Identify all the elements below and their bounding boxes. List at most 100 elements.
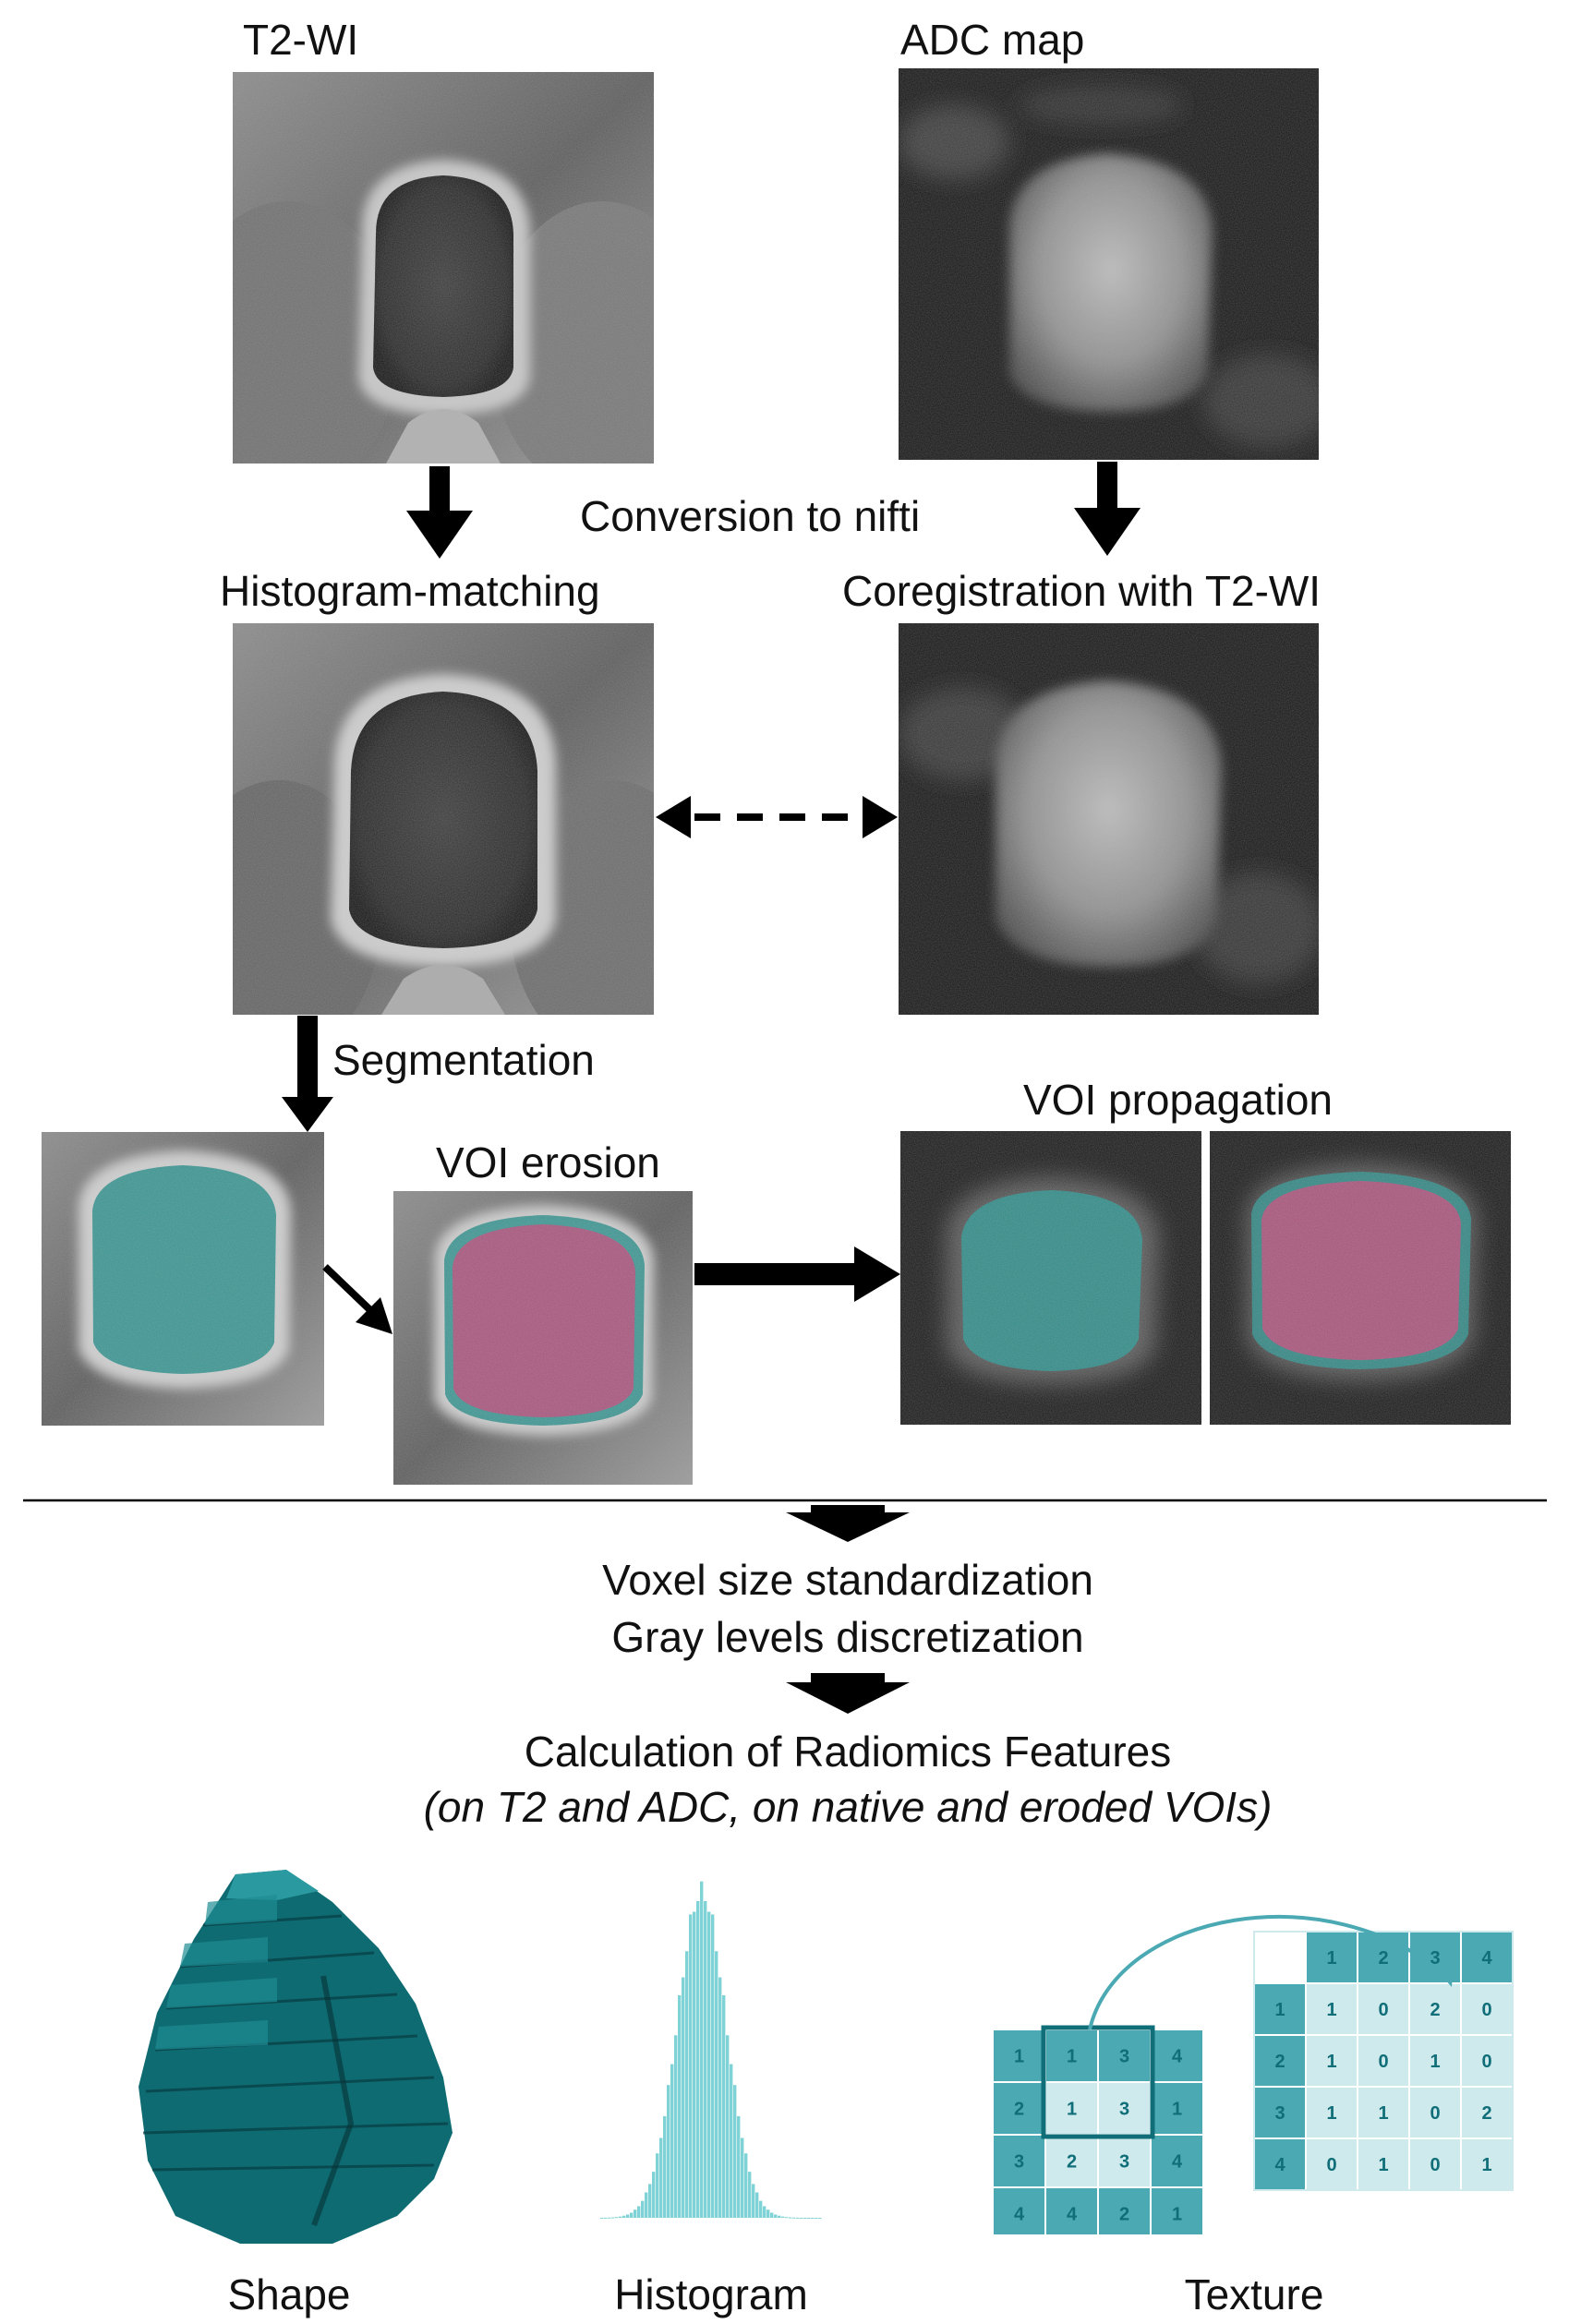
histogram-bar <box>737 2115 741 2218</box>
histogram-bar <box>755 2192 759 2218</box>
label-conversion: Conversion to nifti <box>580 492 921 540</box>
glcm-row-label-value: 3 <box>1274 2103 1285 2124</box>
histogram-bar <box>678 1994 682 2218</box>
histogram-bar <box>622 2215 626 2218</box>
glcm-header-value: 1 <box>1326 1948 1336 1969</box>
histogram-bar <box>792 2217 796 2219</box>
label-voi-propagation: VOI propagation <box>1023 1076 1334 1124</box>
histogram-bar <box>778 2215 781 2218</box>
histogram-bar <box>648 2184 652 2218</box>
label-segmentation: Segmentation <box>332 1036 595 1084</box>
histogram-bar <box>766 2210 770 2218</box>
label-gray-levels: Gray levels discretization <box>611 1613 1084 1661</box>
histogram-bar <box>722 1994 726 2218</box>
glcm-value: 0 <box>1378 2052 1388 2072</box>
glcm-cell <box>1305 2086 1358 2139</box>
glcm-row-label-value: 4 <box>1274 2155 1285 2175</box>
arrow-down-voxel <box>786 1505 910 1542</box>
histogram-bar <box>652 2172 656 2218</box>
image-matrix-value: 3 <box>1119 2047 1129 2067</box>
histogram-bar <box>667 2085 670 2218</box>
arrow-down-segmentation <box>282 1016 333 1132</box>
image-matrix-cell <box>1150 2029 1204 2083</box>
glcm-header-value: 4 <box>1481 1948 1492 1969</box>
histogram-bar <box>733 2085 737 2218</box>
histogram-bar <box>637 2206 641 2218</box>
glcm-cell <box>1460 2137 1514 2191</box>
glcm-row-label-cell <box>1253 2137 1307 2191</box>
histogram-bar <box>689 1914 693 2218</box>
label-texture: Texture <box>1184 2270 1324 2318</box>
histogram-bar <box>789 2217 792 2219</box>
segmentation-image <box>42 1132 324 1426</box>
arrow-down-t2 <box>406 466 473 559</box>
histogram-bar <box>641 2200 645 2218</box>
histogram-bar <box>634 2210 637 2218</box>
histogram-bar <box>659 2137 663 2218</box>
histogram-bar <box>626 2214 630 2218</box>
voi-erosion-image <box>393 1191 693 1485</box>
histogram-matched-image <box>233 623 654 1015</box>
glcm-header-value: 2 <box>1378 1948 1388 1969</box>
image-matrix-highlight <box>1041 2025 1155 2139</box>
glcm-value: 2 <box>1430 2000 1440 2020</box>
histogram-bar <box>600 2217 604 2219</box>
histogram-bar <box>685 1951 689 2218</box>
glcm-value: 0 <box>1481 2000 1491 2020</box>
label-voi-erosion: VOI erosion <box>436 1138 660 1186</box>
label-calculation: Calculation of Radiomics Features <box>524 1728 1172 1776</box>
dashed-double-arrow <box>656 796 898 838</box>
image-matrix-cell <box>1097 2081 1152 2136</box>
histogram-bar <box>781 2216 785 2218</box>
glcm-header-value: 3 <box>1430 1948 1440 1969</box>
histogram-bar <box>748 2172 752 2218</box>
histogram-bar <box>752 2184 755 2218</box>
image-matrix-value: 1 <box>1014 2047 1024 2067</box>
histogram-bar <box>815 2217 818 2219</box>
image-matrix-cell <box>992 2029 1046 2083</box>
histogram-bar <box>811 2217 815 2219</box>
image-matrix-value: 4 <box>1067 2205 1078 2225</box>
glcm-row-label-value: 1 <box>1274 2000 1285 2020</box>
label-coregistration: Coregistration with T2-WI <box>842 567 1322 615</box>
histogram-bar <box>700 1881 704 2218</box>
histogram-bar <box>818 2217 822 2219</box>
histogram-bar <box>770 2212 774 2218</box>
glcm-value: 1 <box>1326 2000 1336 2020</box>
glcm-cell <box>1357 2137 1410 2191</box>
image-matrix-value: 2 <box>1067 2152 1077 2173</box>
arrow-down-adc <box>1074 462 1141 556</box>
histogram-bar <box>615 2217 619 2219</box>
histogram-bar <box>696 1900 700 2218</box>
histogram-bar <box>707 1911 711 2218</box>
histogram-bar <box>611 2217 615 2219</box>
image-matrix-cell <box>1150 2186 1204 2234</box>
texture-curved-arrow <box>1088 1915 1447 2030</box>
glcm-value: 1 <box>1430 2052 1440 2072</box>
label-histogram-matching: Histogram-matching <box>220 567 600 615</box>
histogram-bar <box>715 1951 718 2218</box>
histogram-bar <box>774 2214 778 2218</box>
image-matrix-value: 1 <box>1172 2100 1182 2120</box>
glcm-value: 1 <box>1326 2103 1336 2124</box>
label-shape: Shape <box>227 2270 351 2318</box>
image-matrix-value: 3 <box>1119 2100 1129 2120</box>
histogram-bar <box>730 2064 733 2218</box>
image-matrix-value: 2 <box>1014 2100 1024 2120</box>
histogram-bar <box>800 2217 803 2219</box>
glcm-value: 2 <box>1481 2103 1491 2124</box>
arrow-down-calculation <box>786 1673 910 1714</box>
glcm-value: 0 <box>1378 2000 1388 2020</box>
histogram-bar <box>803 2217 807 2219</box>
histogram-bar <box>663 2115 667 2218</box>
propagation-native-image <box>900 1131 1201 1425</box>
histogram-bar <box>763 2206 766 2218</box>
label-voxel-size: Voxel size standardization <box>602 1556 1093 1604</box>
histogram-bar <box>711 1914 715 2218</box>
image-matrix-cell <box>1097 2186 1152 2234</box>
histogram-bar <box>693 1911 696 2218</box>
glcm-cell <box>1408 2034 1462 2088</box>
image-matrix-value: 3 <box>1014 2152 1024 2173</box>
image-matrix-value: 1 <box>1067 2047 1077 2067</box>
glcm-value: 0 <box>1430 2155 1440 2175</box>
